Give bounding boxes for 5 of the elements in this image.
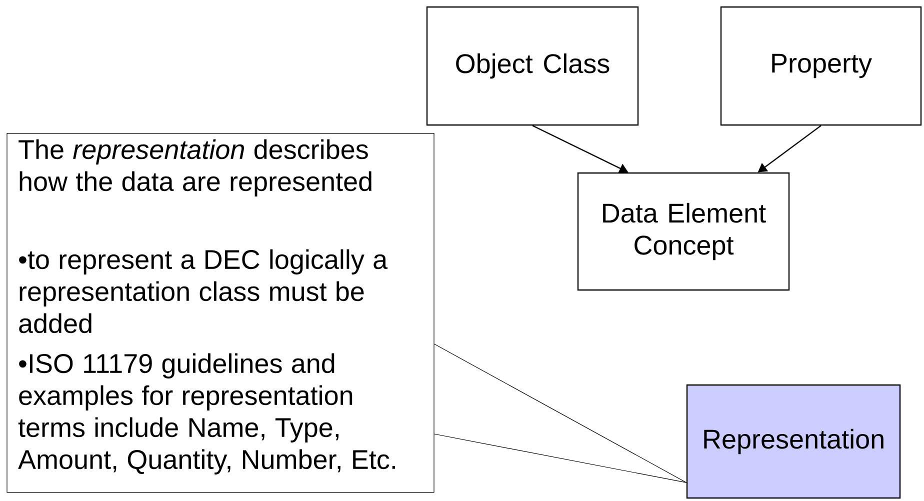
representation-box: Representation [686, 384, 901, 499]
concept-box: Object Class [426, 6, 639, 126]
concept-box: Data Element Concept [577, 172, 790, 291]
concept-box: Property [720, 6, 922, 126]
callout-box: The representation describes how the data are represented •to represent a DEC logically a representation class must be added •ISO 11179 guidelines and examples for representation terms include Name, Type, Amount, Quantity, Number, Etc. [6, 133, 434, 493]
